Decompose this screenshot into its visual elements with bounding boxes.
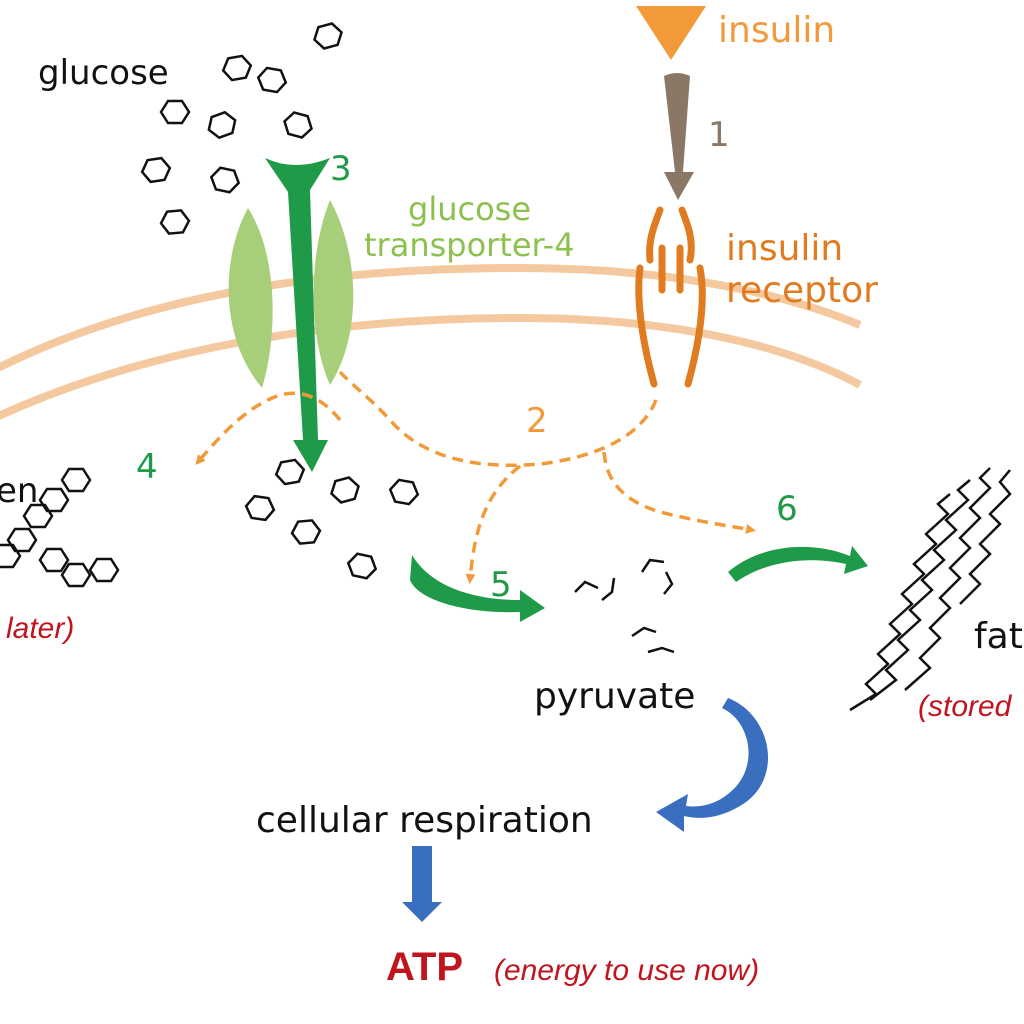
insulin-receptor-icon xyxy=(635,206,706,388)
atp-note-label: (energy to use now) xyxy=(494,954,759,987)
cell-membrane xyxy=(0,263,862,420)
glut4-label-line2: transporter-4 xyxy=(364,226,575,264)
insulin-molecule-icon xyxy=(636,6,706,60)
glycolysis-arrow xyxy=(410,555,545,622)
glucose-import-arrow xyxy=(265,158,330,472)
glucose-label: glucose xyxy=(38,53,169,93)
lipogenesis-arrow xyxy=(728,546,868,582)
glucose-molecules-outside xyxy=(139,20,346,236)
signaling-pathway-arrows xyxy=(195,370,756,584)
glucose-molecules-inside xyxy=(243,457,421,581)
step-1-label: 1 xyxy=(708,115,730,155)
pyruvate-molecules xyxy=(574,558,675,654)
stored-later-label: later) xyxy=(6,612,74,645)
insulin-binding-arrow xyxy=(664,73,694,200)
cellular-respiration-label: cellular respiration xyxy=(256,800,593,841)
fatty-acid-chains xyxy=(849,467,1012,712)
receptor-label-line1: insulin xyxy=(726,228,843,269)
step-4-label: 4 xyxy=(136,447,158,487)
respiration-arrow xyxy=(656,698,769,832)
step-6-label: 6 xyxy=(776,489,798,529)
step-5-label: 5 xyxy=(490,565,512,605)
step-3-label: 3 xyxy=(330,149,352,189)
step-2-label: 2 xyxy=(526,401,548,441)
glut4-label-line1: glucose xyxy=(408,190,531,228)
fat-label: fat xyxy=(974,616,1023,657)
glucose-transporter-4 xyxy=(228,200,354,388)
atp-label: ATP xyxy=(386,945,463,989)
receptor-label-line2: receptor xyxy=(726,270,878,311)
insulin-label: insulin xyxy=(718,10,835,51)
stored-fat-label: (stored xyxy=(918,690,1013,723)
atp-production-arrow xyxy=(402,846,442,922)
glycogen-label: en xyxy=(0,471,38,511)
pyruvate-label: pyruvate xyxy=(534,676,695,717)
